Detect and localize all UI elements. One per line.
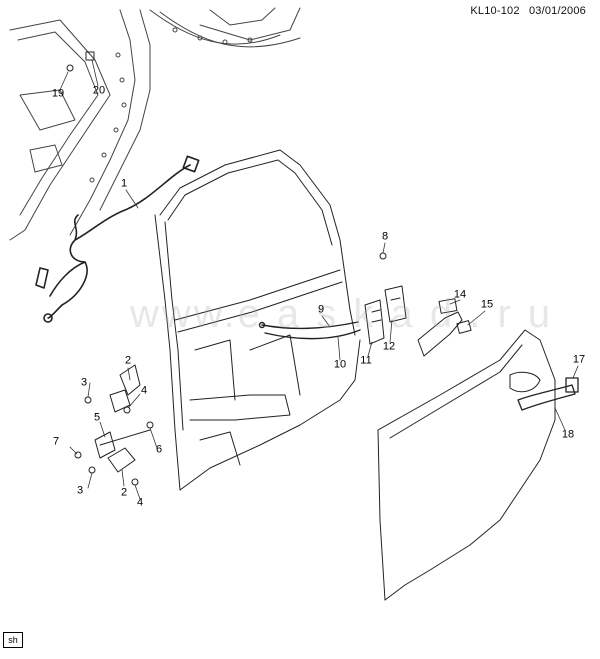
callout-7[interactable]: 7	[52, 435, 60, 448]
callout-6[interactable]: 6	[155, 443, 163, 456]
callout-19[interactable]: 19	[51, 87, 65, 100]
callout-11[interactable]: 11	[360, 354, 372, 367]
callout-1[interactable]: 1	[120, 177, 128, 190]
callout-4-upper[interactable]: 4	[140, 384, 148, 397]
callout-2-lower[interactable]: 2	[120, 486, 128, 499]
callout-5[interactable]: 5	[93, 411, 101, 424]
rear-door-frame	[154, 149, 361, 491]
fastener	[66, 64, 74, 72]
callout-12[interactable]: 12	[382, 340, 396, 353]
handle-bracket	[417, 298, 472, 357]
bolt	[379, 252, 387, 260]
callout-17[interactable]: 17	[572, 353, 586, 366]
callout-15[interactable]: 15	[480, 298, 494, 311]
hinge-lower	[74, 429, 151, 486]
body-frame	[9, 7, 301, 241]
callout-2-upper[interactable]: 2	[124, 354, 132, 367]
callout-14[interactable]: 14	[453, 288, 467, 301]
callout-8[interactable]: 8	[381, 230, 389, 243]
callout-3-upper[interactable]: 3	[80, 376, 88, 389]
sheet-badge: sh	[3, 632, 23, 648]
release-cable	[258, 321, 361, 340]
callout-4-lower[interactable]: 4	[136, 496, 144, 509]
hinge-upper	[84, 364, 154, 429]
callout-9[interactable]: 9	[317, 303, 325, 316]
callout-20[interactable]: 20	[92, 84, 106, 97]
door-latch	[364, 285, 407, 345]
callout-10[interactable]: 10	[333, 358, 347, 371]
retainer	[85, 51, 95, 61]
watermark: www.e a s k a d . r u	[130, 292, 554, 336]
callout-18[interactable]: 18	[561, 428, 575, 441]
drawing-reference: KL10-102 03/01/2006	[470, 5, 586, 17]
wiring-harness	[35, 155, 200, 323]
outer-door-panel	[377, 329, 556, 601]
callout-3-lower[interactable]: 3	[76, 484, 84, 497]
outside-handle	[517, 377, 579, 411]
drawing-code: KL10-102	[470, 5, 520, 17]
leader-lines	[59, 59, 579, 500]
drawing-date: 03/01/2006	[528, 5, 586, 17]
